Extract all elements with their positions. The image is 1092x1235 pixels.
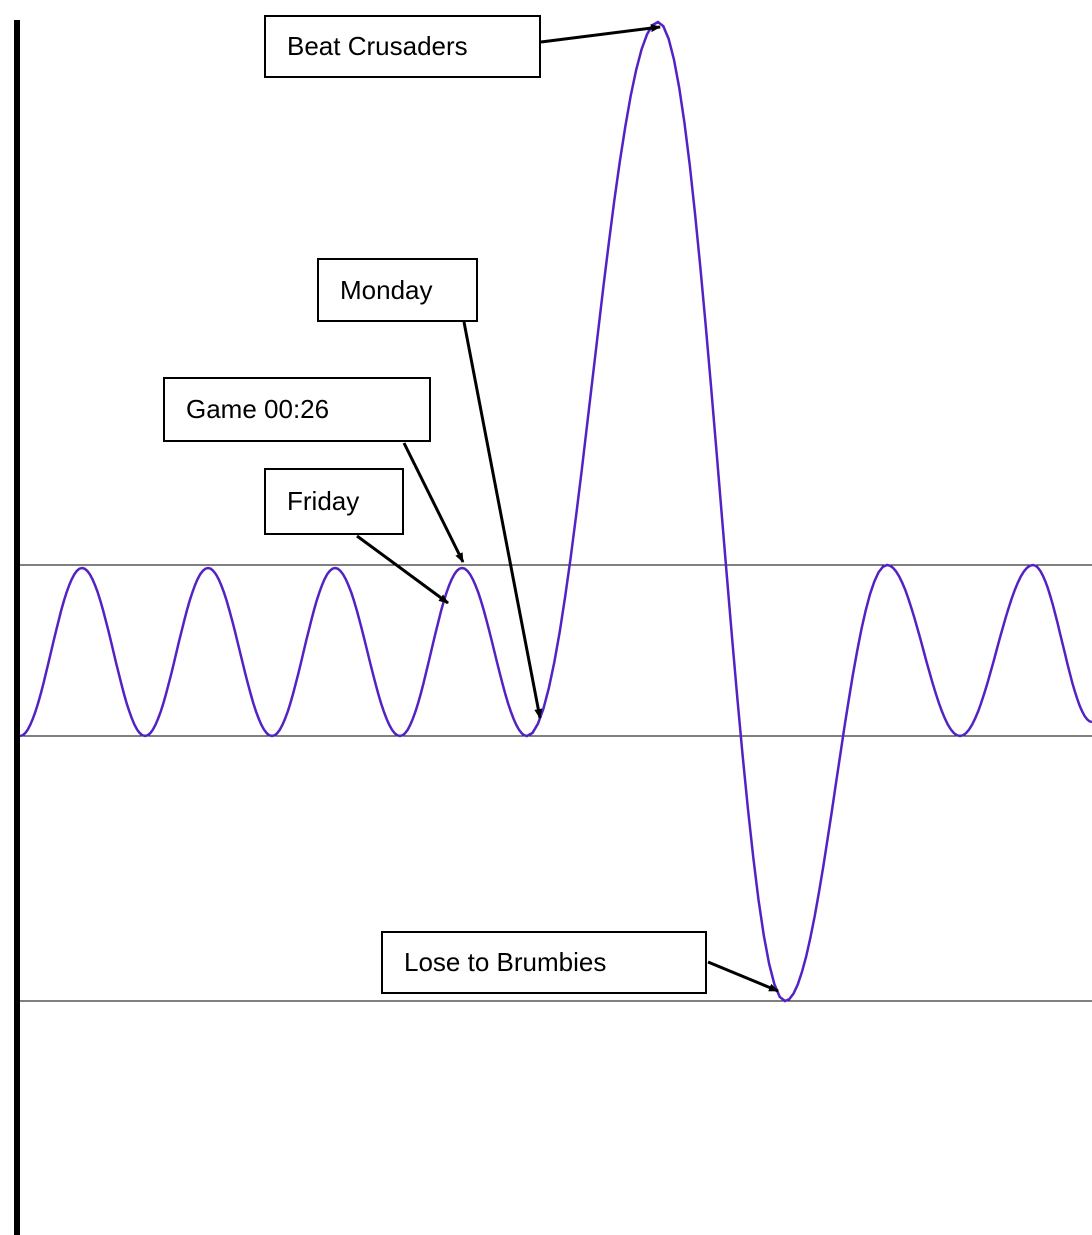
arrow-friday (356, 534, 449, 605)
arrow-beat-crusaders (540, 24, 661, 44)
label-lose-brumbies: Lose to Brumbies (381, 931, 707, 994)
mood-wave (19, 20, 1092, 1003)
label-beat-crusaders: Beat Crusaders (264, 15, 541, 78)
label-monday: Monday (317, 258, 478, 322)
arrow-game (402, 442, 465, 563)
label-friday: Friday (264, 468, 404, 535)
label-game: Game 00:26 (163, 377, 431, 442)
arrow-monday (462, 321, 543, 719)
arrow-lose-brumbies (707, 960, 779, 993)
